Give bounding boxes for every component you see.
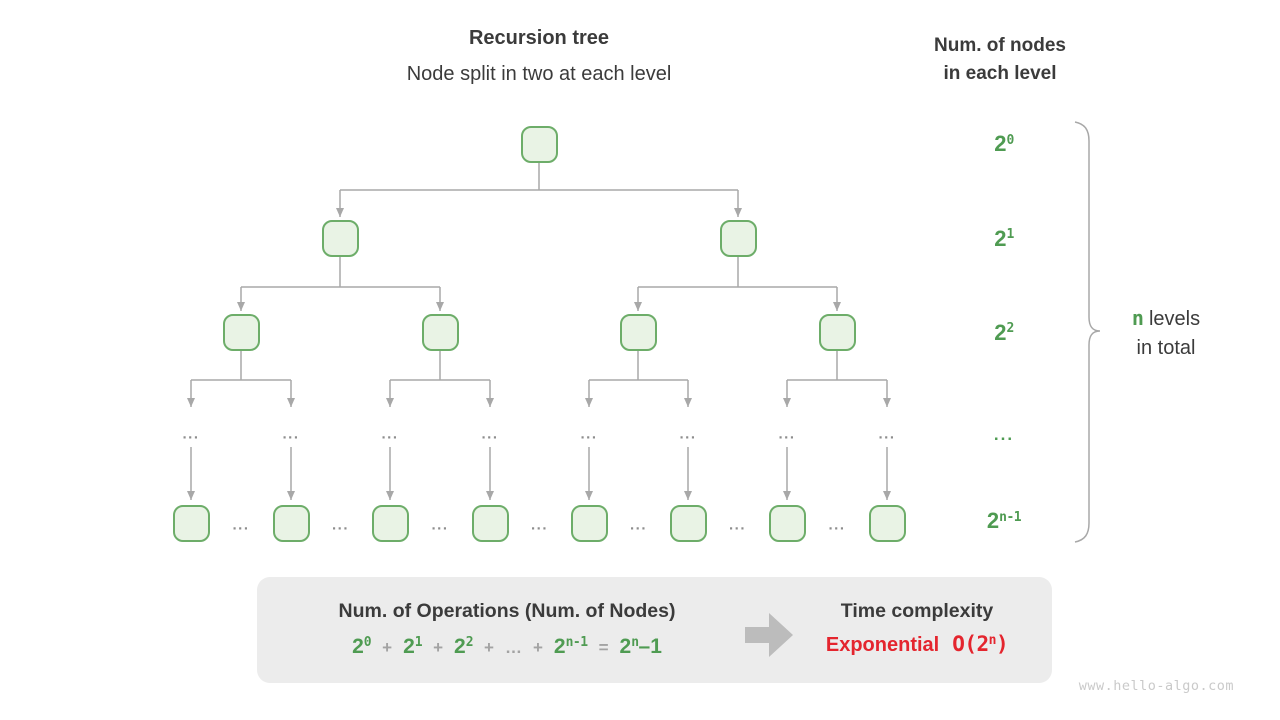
- ellipsis-marker: ...: [232, 516, 250, 533]
- level-count-label: 22: [994, 319, 1014, 345]
- formula-operator: +: [382, 638, 393, 657]
- levels-total-line2: in total: [1136, 337, 1196, 359]
- nodes-per-level-header-line1: Num. of nodes: [934, 35, 1066, 56]
- tree-node: [520, 126, 558, 163]
- formula-term: 22: [454, 635, 474, 658]
- level-count-label: 2n-1: [986, 508, 1022, 533]
- formula-term: 2n-1: [553, 635, 588, 658]
- ellipsis-marker: ...: [828, 516, 846, 533]
- nodes-per-level-header-line2: in each level: [943, 63, 1057, 84]
- complexity-name: Exponential: [825, 634, 940, 656]
- summary-box: Num. of Operations (Num. of Nodes) 20 +21…: [257, 577, 1052, 683]
- tree-node: [222, 314, 260, 351]
- tree-node: [768, 505, 806, 542]
- time-complexity-value: Exponential O(2n): [787, 632, 1047, 657]
- tree-node: [371, 505, 409, 542]
- levels-word: levels: [1148, 308, 1201, 330]
- level-count-label: ...: [993, 425, 1015, 444]
- formula-operator: =: [598, 638, 609, 657]
- tree-node: [669, 505, 707, 542]
- ellipsis-marker: ...: [778, 425, 796, 443]
- formula-term: 21: [403, 635, 423, 658]
- formula-operator: +: [532, 638, 543, 657]
- ellipsis-marker: ...: [282, 425, 300, 443]
- tree-node: [321, 220, 359, 257]
- ellipsis-marker: ...: [580, 425, 598, 443]
- tree-node: [868, 505, 906, 542]
- ellipsis-marker: ...: [728, 516, 747, 533]
- formula-operator: +: [484, 638, 494, 657]
- ellipsis-marker: ...: [381, 425, 399, 443]
- ellipsis-marker: ...: [431, 516, 449, 533]
- diagram-subtitle: Node split in two at each level: [406, 63, 672, 85]
- tree-node: [818, 314, 856, 351]
- ellipsis-marker: ...: [182, 425, 200, 443]
- ellipsis-marker: ...: [481, 425, 499, 443]
- watermark: www.hello-algo.com: [1078, 678, 1234, 694]
- tree-node: [570, 505, 608, 542]
- ellipsis-marker: ...: [530, 516, 549, 533]
- tree-node: [421, 314, 459, 351]
- big-o-notation: O(2n): [952, 632, 1009, 656]
- n-variable: n: [1131, 306, 1144, 330]
- formula-term: 2n–1: [619, 635, 662, 658]
- formula-operator: +: [433, 638, 444, 657]
- tree-node: [272, 505, 310, 542]
- operations-formula: 20 +21 +22 + … +2n-1 = 2n–1: [267, 634, 747, 659]
- ellipsis-marker: ...: [679, 425, 697, 443]
- formula-operator: …: [504, 638, 522, 657]
- operations-title: Num. of Operations (Num. of Nodes): [338, 600, 676, 622]
- level-count-label: 20: [994, 131, 1014, 156]
- ellipsis-marker: ...: [629, 516, 648, 533]
- tree-node: [471, 505, 509, 542]
- tree-node: [172, 505, 210, 542]
- diagram-title: Recursion tree: [468, 27, 610, 49]
- levels-brace: [1074, 121, 1101, 543]
- tree-node: [719, 220, 757, 257]
- level-count-label: 21: [994, 225, 1014, 251]
- ellipsis-marker: ...: [878, 425, 896, 443]
- ellipsis-marker: ...: [331, 516, 350, 533]
- nodes-per-level-header: Num. of nodes in each level: [900, 32, 1100, 88]
- diagram-title-block: Recursion tree Node split in two at each…: [289, 26, 789, 87]
- time-complexity-title: Time complexity: [840, 600, 994, 622]
- tree-node: [619, 314, 657, 351]
- formula-term: 20: [352, 635, 372, 658]
